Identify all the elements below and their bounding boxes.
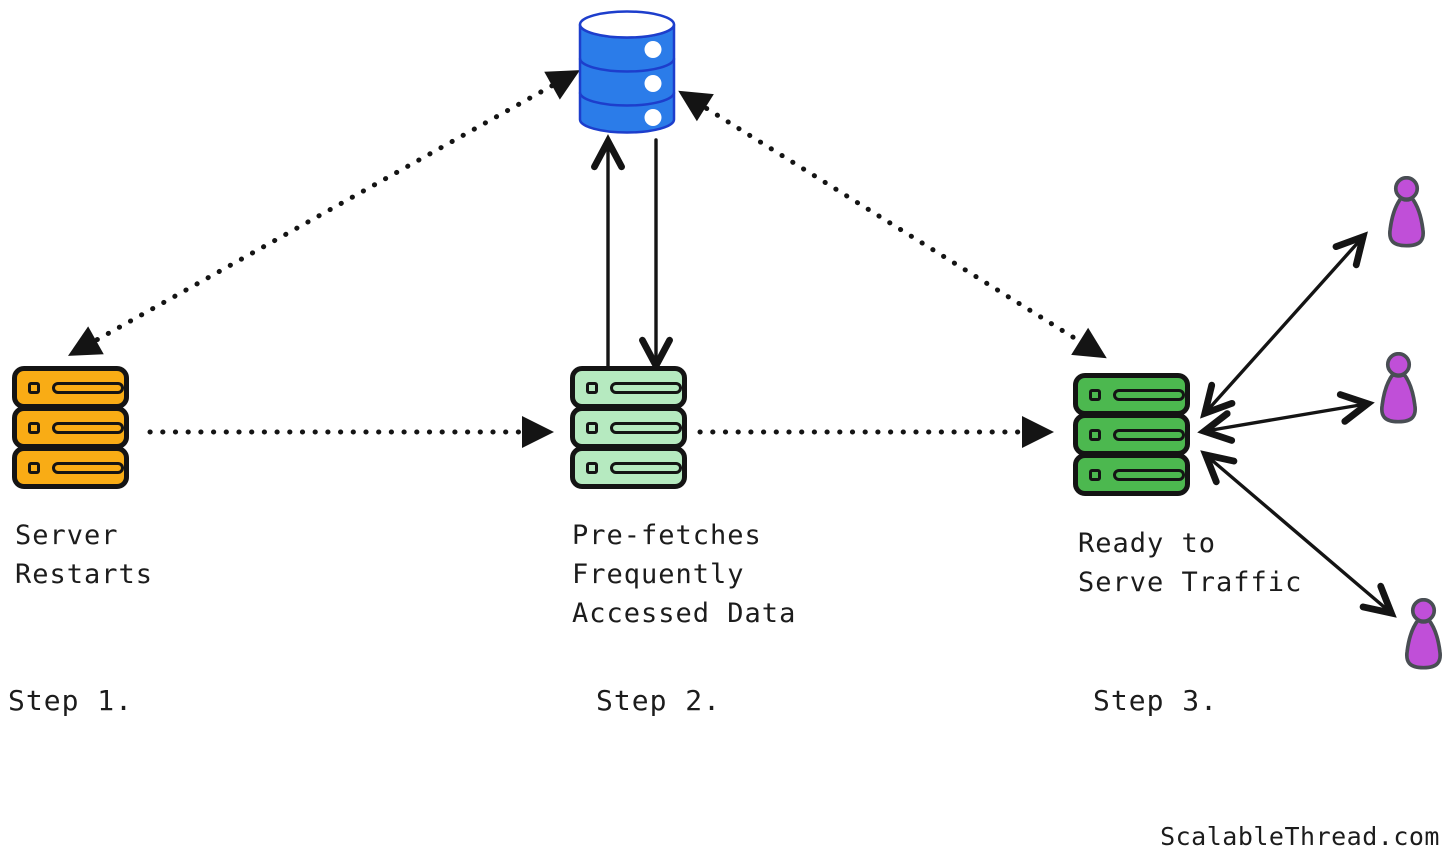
server-led-icon — [28, 381, 40, 394]
arrow-server3-user1 — [1200, 231, 1368, 419]
server-led-icon — [586, 381, 598, 394]
server-slot-icon — [52, 461, 124, 474]
server-led-icon — [28, 461, 40, 474]
arrow-dotted-database-server3 — [678, 90, 1107, 359]
server-slot-icon — [610, 421, 682, 434]
step1-caption: Server Restarts — [15, 520, 154, 591]
server-row — [570, 406, 687, 449]
server-led-icon — [586, 461, 598, 474]
server-slot-icon — [1113, 468, 1185, 481]
user-pawn-icon — [1387, 176, 1426, 248]
server-slot-icon — [610, 461, 682, 474]
server-led-icon — [586, 421, 598, 434]
server-slot-icon — [52, 381, 124, 394]
server-row — [12, 406, 129, 449]
arrow-server3-user2 — [1197, 391, 1375, 444]
server-row — [1073, 453, 1190, 496]
server-row — [1073, 373, 1190, 416]
database-cylinder-icon — [578, 10, 676, 134]
server-row — [570, 446, 687, 489]
server-stack-icon-step2 — [570, 366, 687, 489]
server-row — [12, 366, 129, 409]
server-slot-icon — [1113, 388, 1185, 401]
step2-caption: Pre-fetches Frequently Accessed Data — [572, 520, 797, 630]
server-led-icon — [1089, 468, 1101, 481]
server-slot-icon — [1113, 428, 1185, 441]
server-slot-icon — [610, 381, 682, 394]
server-led-icon — [1089, 388, 1101, 401]
user-pawn-icon — [1379, 352, 1418, 424]
server-row — [12, 446, 129, 489]
server-row — [1073, 413, 1190, 456]
watermark: ScalableThread.com — [1160, 822, 1440, 851]
server-stack-icon-step3 — [1073, 373, 1190, 496]
server-slot-icon — [52, 421, 124, 434]
server-stack-icon-step1 — [12, 366, 129, 489]
server-led-icon — [28, 421, 40, 434]
step2-label: Step 2. — [596, 684, 722, 717]
arrow-dotted-server1-database — [68, 70, 580, 356]
step3-caption: Ready to Serve Traffic — [1078, 528, 1303, 599]
step3-label: Step 3. — [1093, 684, 1219, 717]
server-row — [570, 366, 687, 409]
server-led-icon — [1089, 428, 1101, 441]
step1-label: Step 1. — [8, 684, 134, 717]
user-pawn-icon — [1404, 598, 1443, 670]
